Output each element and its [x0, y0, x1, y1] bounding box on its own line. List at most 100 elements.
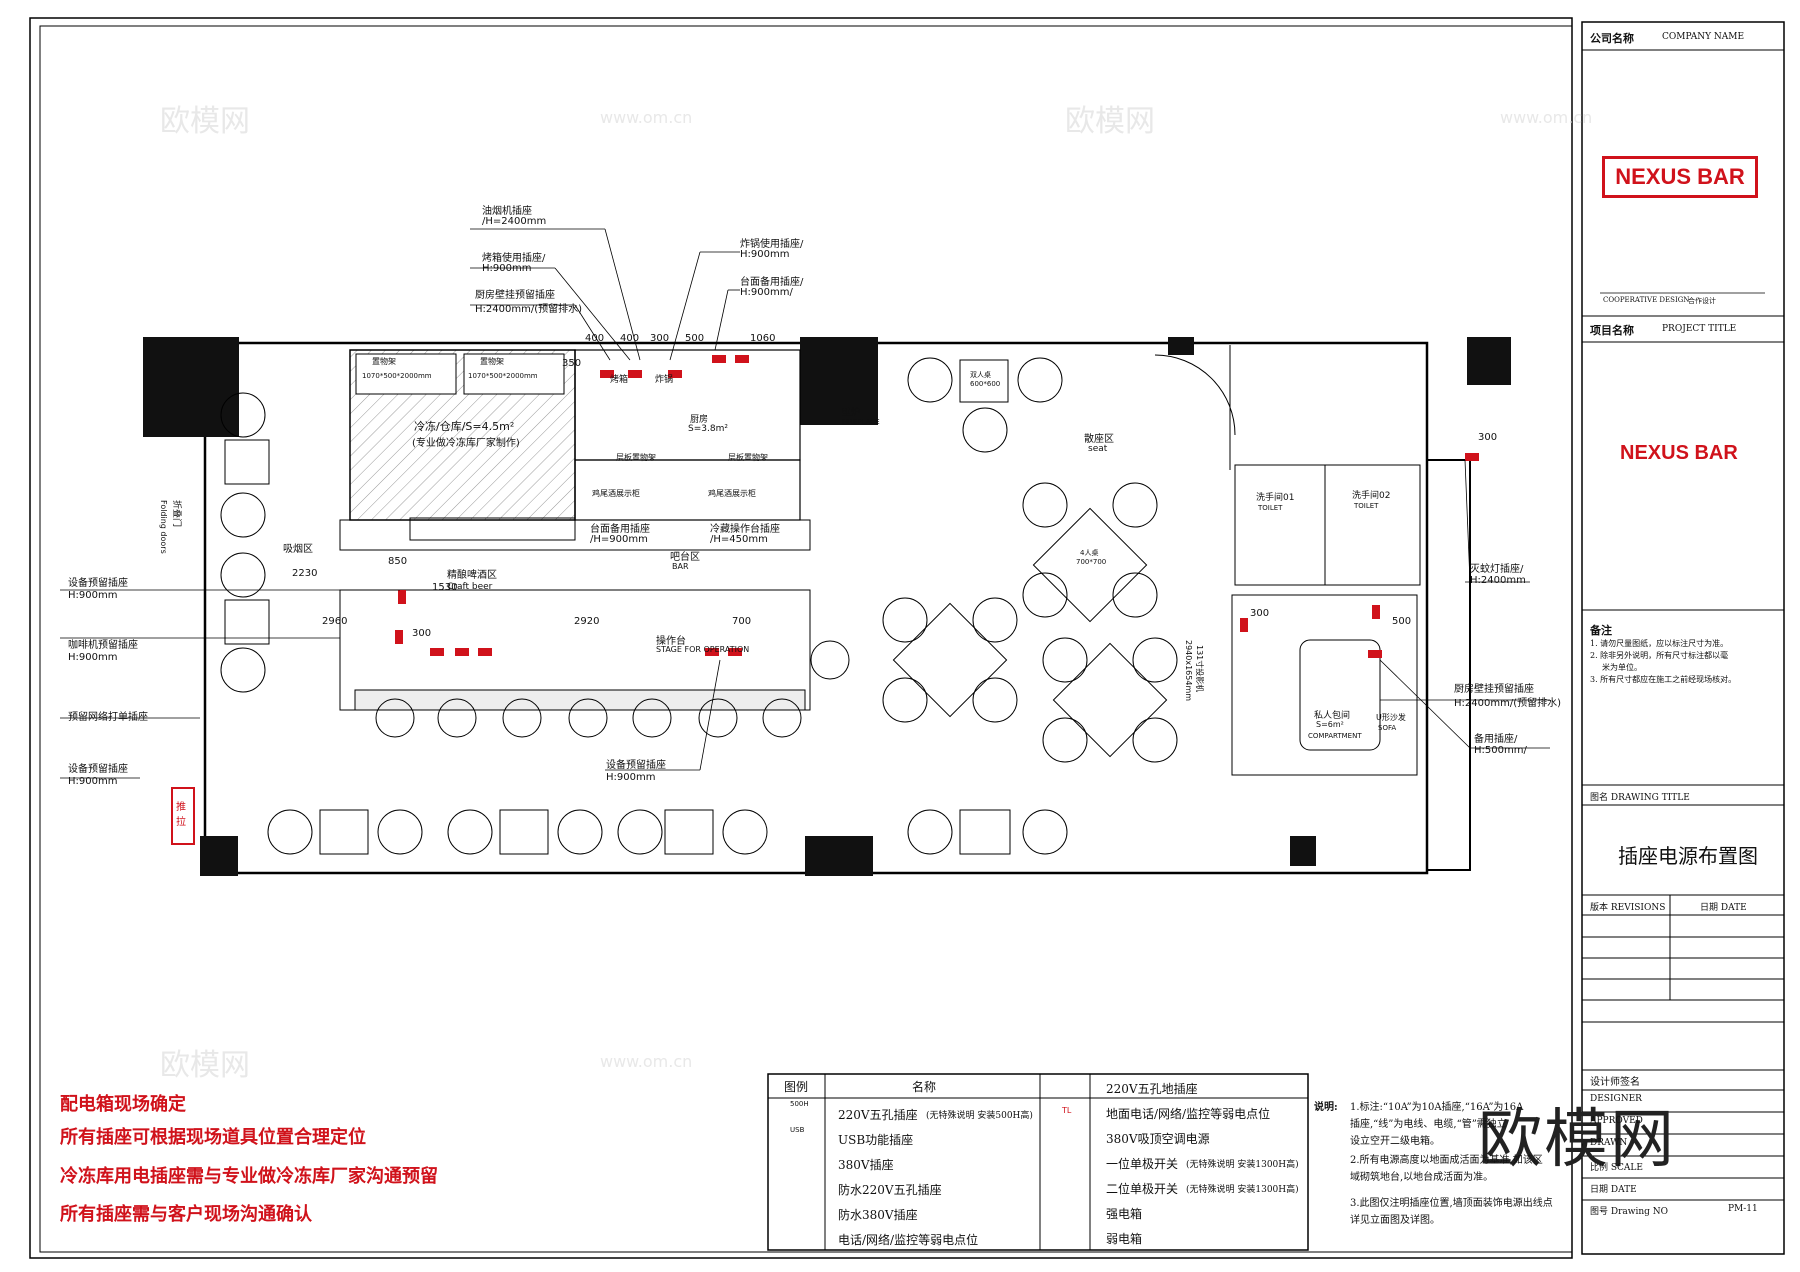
note-line: 3. 所有尺寸都应在施工之前经现场核对。 — [1590, 675, 1737, 684]
dimension: 2230 — [292, 568, 318, 579]
toilet2-label: 洗手间02 — [1352, 491, 1391, 501]
dimension: 350 — [562, 358, 582, 369]
project-value: PROJECT TITLE — [1662, 324, 1737, 334]
op-table-label: 操作台 — [656, 636, 686, 647]
legend-item-name: 二位单极开关 — [1106, 1182, 1179, 1196]
sofa-en: SOFA — [1378, 724, 1397, 732]
callout: 厨房壁挂预留插座 — [1454, 684, 1534, 695]
folding-door-en: Folding doors — [159, 500, 168, 554]
fireplace-en: FIREPLACE — [842, 418, 880, 426]
dimension: 300 — [1478, 432, 1498, 443]
bar-stools — [375, 640, 850, 738]
watermark-url: www.om.cn — [1500, 108, 1593, 127]
legend-table-grid — [767, 1073, 1309, 1251]
notes-heading: 备注 — [1590, 624, 1612, 637]
drawing-title: 插座电源布置图 — [1618, 844, 1758, 868]
fireplace-label: 壁炉 — [842, 408, 861, 418]
cooperative-cn: 合作设计 — [1688, 297, 1716, 305]
left-seating — [220, 392, 270, 693]
shelf-size: 1070*500*2000mm — [468, 372, 538, 380]
dimension: 400 — [585, 333, 605, 344]
explain-line: 设立空开二级电箱。 — [1350, 1136, 1440, 1147]
dimension: 2960 — [322, 616, 348, 627]
cooperative-label: COOPERATIVE DESIGN — [1603, 296, 1690, 304]
table2-size: 600*600 — [970, 380, 1001, 388]
drawing-title-label: 图名 DRAWING TITLE — [1590, 793, 1690, 803]
approved-label: APPROVED — [1590, 1116, 1643, 1126]
legend-item-name: USB功能插座 — [838, 1133, 914, 1147]
callout: 设备预留插座 — [68, 764, 128, 775]
dimension: 2920 — [574, 616, 600, 627]
legend-tag: 500H — [790, 1100, 809, 1108]
red-note: 所有插座需与客户现场沟通确认 — [60, 1204, 312, 1225]
legend-item-note: (无特殊说明 安装1300H高) — [1186, 1160, 1299, 1170]
callout: 咖啡机预留插座 — [68, 640, 138, 651]
bar-en: BAR — [672, 562, 689, 571]
cold-room-label: 冷冻/仓库/S=4.5m² — [414, 420, 515, 433]
legend-item-name: 380V吸顶空调电源 — [1106, 1132, 1210, 1146]
legend-header-name: 名称 — [912, 1080, 937, 1094]
oven-label: 烤箱 — [610, 375, 629, 385]
shelf-size: 1070*500*2000mm — [362, 372, 432, 380]
company-label: 公司名称 — [1590, 32, 1634, 45]
watermark-url: www.om.cn — [600, 108, 693, 127]
note-line: 米为单位。 — [1602, 663, 1642, 672]
red-note: 冷冻库用电插座需与专业做冷冻库厂家沟通预留 — [60, 1166, 438, 1187]
callout: H:900mm — [606, 772, 656, 783]
drawing-frame — [39, 25, 1573, 1253]
socket-markers — [395, 355, 1479, 658]
designer-en: DESIGNER — [1590, 1094, 1642, 1104]
project-label: 项目名称 — [1590, 324, 1634, 337]
watermark-url: www.om.cn — [600, 1052, 693, 1071]
legend-item-name: 一位单极开关 — [1106, 1157, 1179, 1171]
seat-area-label: 散座区 — [1084, 434, 1114, 445]
legend-header-symbol: 图例 — [784, 1080, 809, 1094]
legend-tag: TL — [1062, 1106, 1072, 1115]
building-walls — [143, 337, 1511, 876]
callout: 备用插座/ — [1474, 734, 1518, 745]
compartment-label: 私人包间 — [1314, 711, 1351, 721]
seat-area-en: seat — [1088, 444, 1108, 454]
callout: H:900mm/ — [740, 287, 793, 298]
callout: 预留网络打单插座 — [68, 712, 148, 723]
dimension: 500 — [1392, 616, 1412, 627]
entrance-door-sign — [171, 787, 195, 845]
callout: 设备预留插座 — [606, 760, 666, 771]
legend-tag: USB — [790, 1126, 805, 1134]
shelf-label: 置物架 — [480, 357, 504, 366]
legend-item-name: 220V五孔插座 — [838, 1108, 918, 1122]
shelf-label: 层板置物架 — [616, 453, 656, 462]
drawn-label: DRAWN — [1590, 1138, 1628, 1148]
legend-item-name: 弱电箱 — [1106, 1232, 1143, 1246]
explain-line: 域砌筑地台,以地台成活面为准。 — [1350, 1172, 1494, 1183]
callout: 油烟机插座 — [482, 206, 532, 217]
revisions-label: 版本 REVISIONS — [1590, 903, 1666, 913]
sofa-label: U形沙发 — [1376, 713, 1406, 722]
explain-line: 插座,“线”为电线、电缆,“管”需独立 — [1350, 1119, 1507, 1130]
callout: /H=2400mm — [482, 216, 547, 227]
designer-label: 设计师签名 — [1590, 1077, 1640, 1088]
callout: 设备预留插座 — [68, 578, 128, 589]
legend-item-name: 380V插座 — [838, 1158, 894, 1172]
tv-size: 2940x1654mm — [1184, 640, 1193, 702]
explain-line: 3.此图仅注明插座位置,墙顶面装饰电源出线点 — [1350, 1198, 1553, 1209]
callout: H:500mm/ — [1474, 745, 1527, 756]
explain-label: 说明: — [1314, 1102, 1338, 1113]
compartment-en: COMPARTMENT — [1308, 732, 1362, 740]
op-table-en: STAGE FOR OPERATION — [656, 645, 750, 654]
date-label: 日期 DATE — [1700, 903, 1747, 913]
callout: 灭蚊灯插座/ — [1470, 564, 1524, 575]
watermark-brand: 欧模网 — [160, 1048, 250, 1083]
kitchen-area: S=3.8m² — [688, 424, 728, 434]
legend-item-name: 防水220V五孔插座 — [838, 1183, 942, 1197]
bar-label: 吧台区 — [670, 552, 700, 563]
restroom-area — [1154, 345, 1421, 776]
door-sign-text: 推拉 — [176, 802, 186, 828]
craft-beer-en: Craft beer — [447, 582, 493, 592]
dimension: 300 — [1250, 608, 1270, 619]
callout: H:900mm — [482, 263, 532, 274]
display-label: 鸡尾酒展示柜 — [708, 489, 756, 498]
cold-storage-room — [339, 349, 811, 711]
callout: H:900mm — [68, 776, 118, 787]
callout: 台面备用插座 — [590, 524, 650, 535]
